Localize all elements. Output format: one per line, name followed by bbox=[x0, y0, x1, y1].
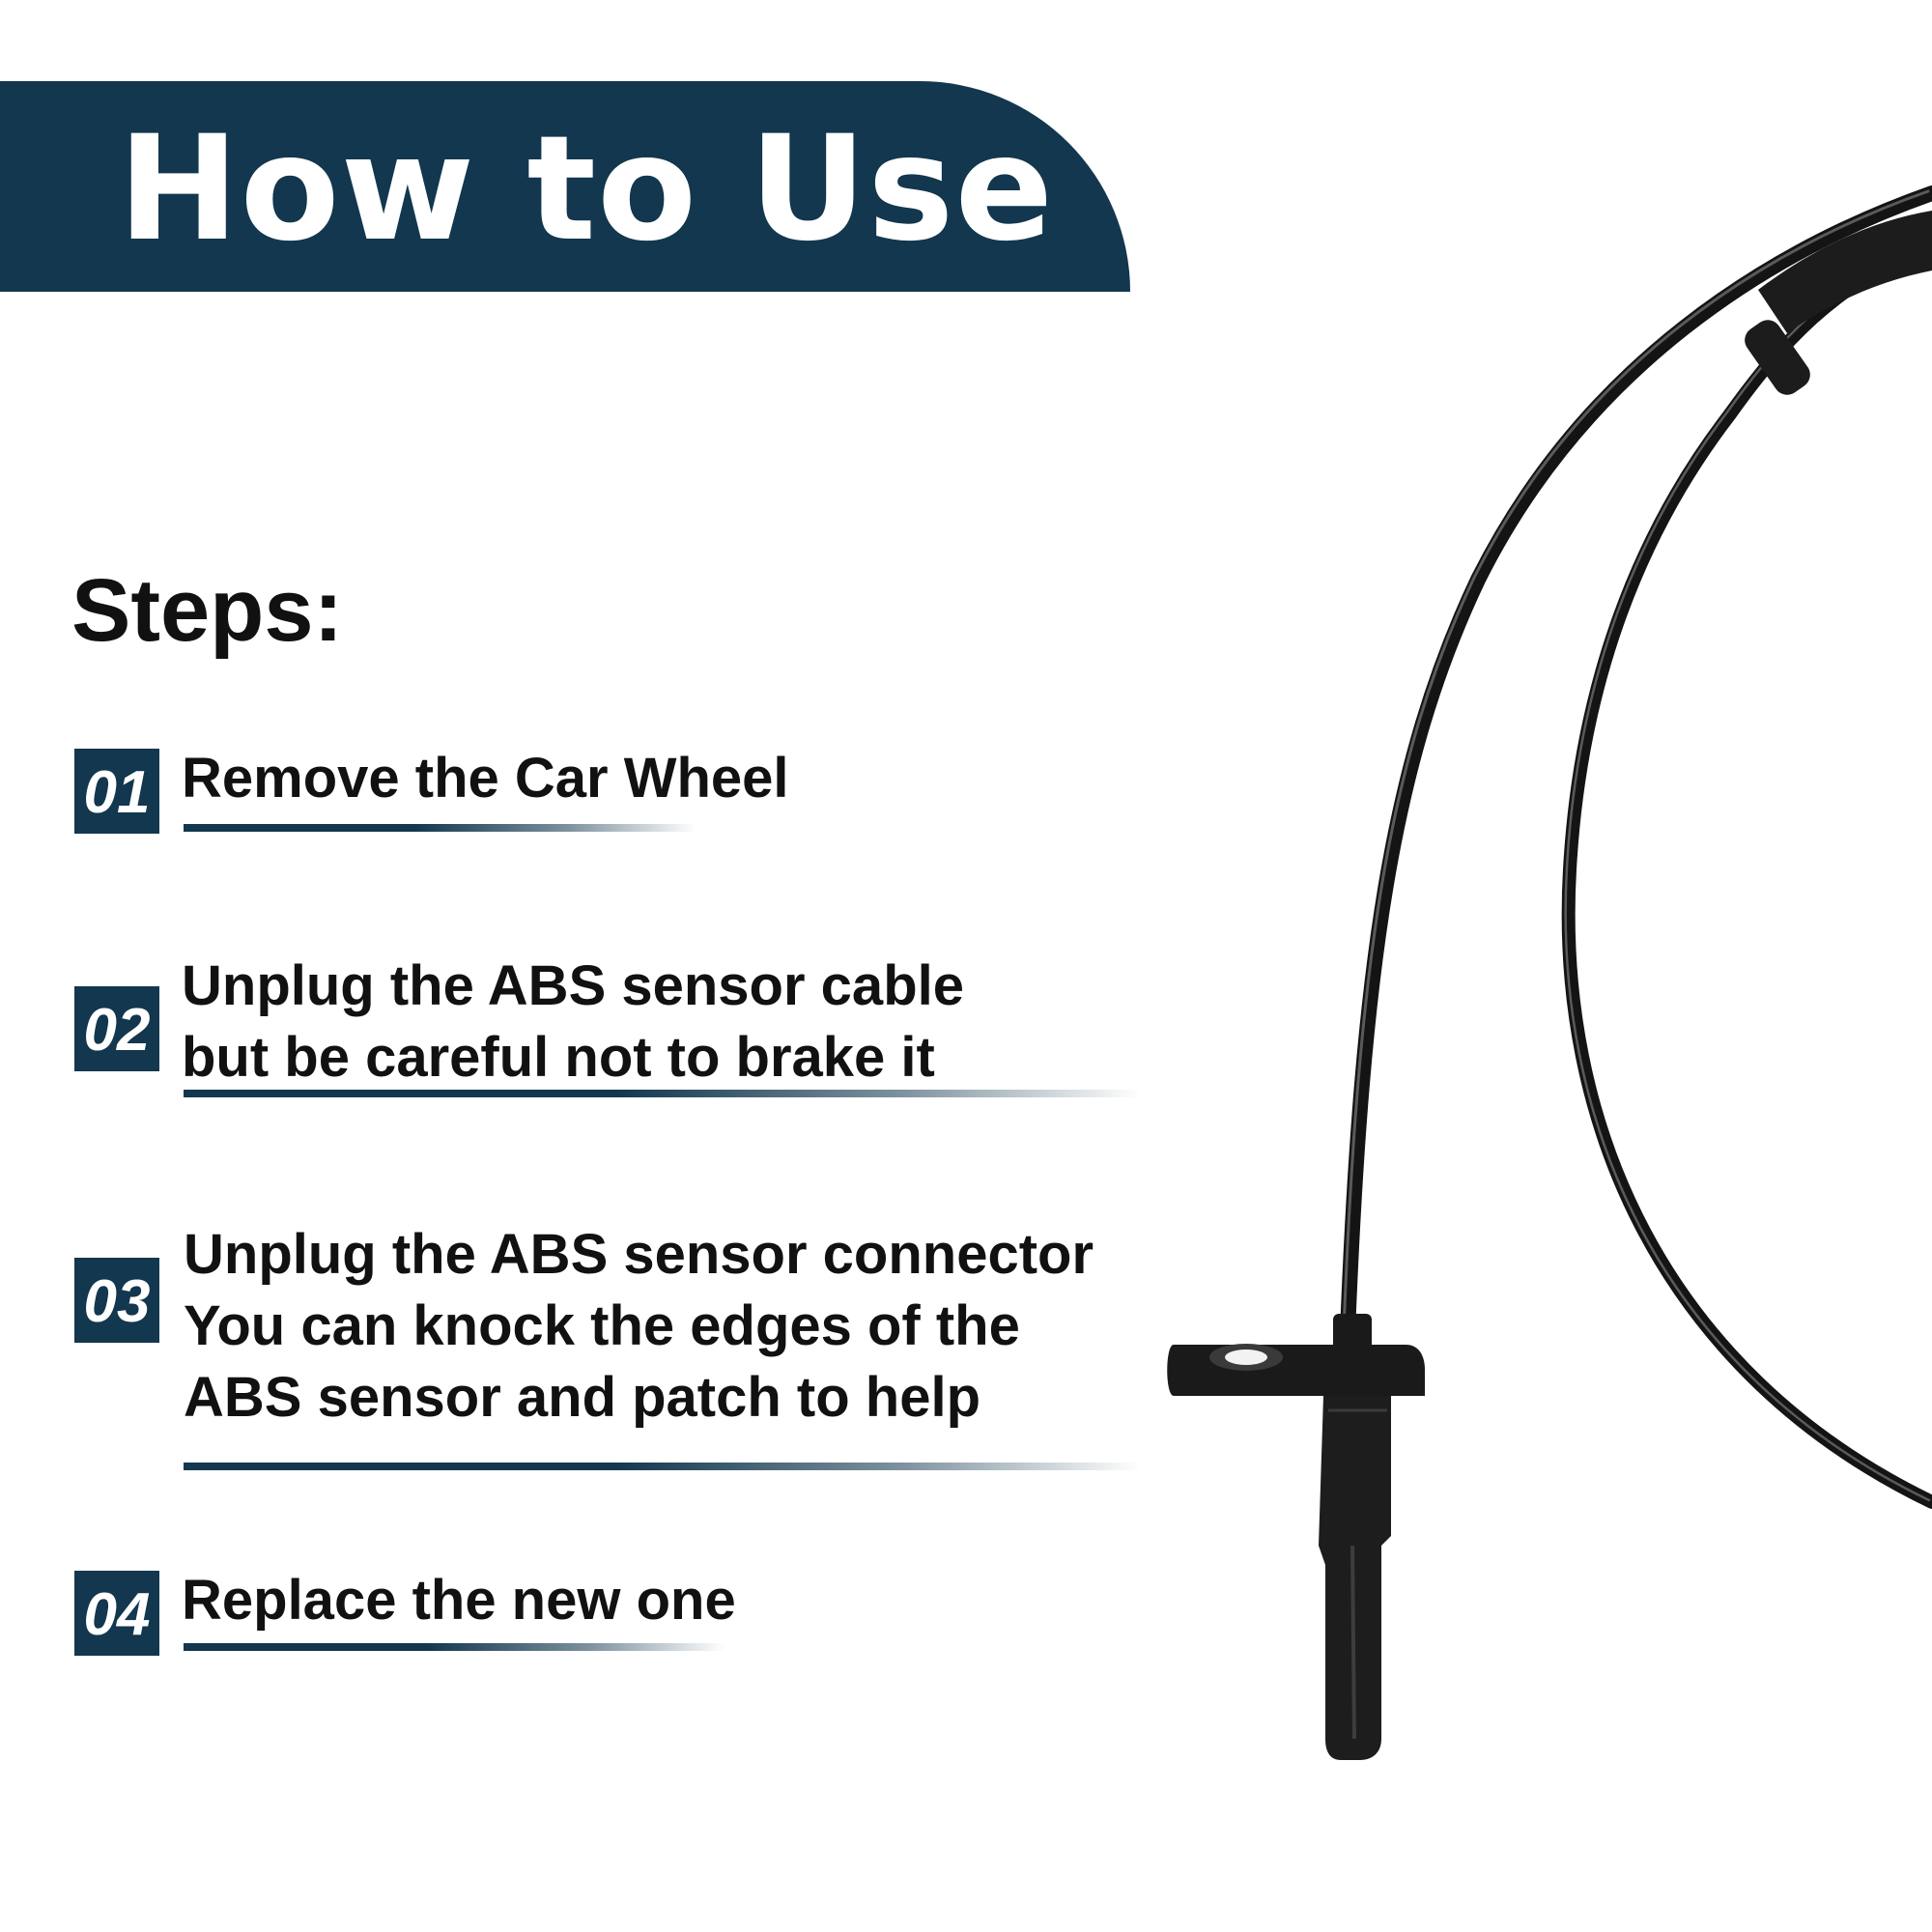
step-text-line: Replace the new one bbox=[182, 1569, 736, 1632]
step-number-badge: 03 bbox=[74, 1258, 159, 1343]
step-text-line: Unplug the ABS sensor connector bbox=[184, 1223, 1094, 1286]
step-underline bbox=[184, 824, 696, 832]
step-text: Replace the new one bbox=[182, 1565, 736, 1636]
step-text-line: You can knock the edges of the bbox=[184, 1294, 1020, 1357]
step-text-line: but be careful not to brake it bbox=[182, 1026, 935, 1089]
step-text: Remove the Car Wheel bbox=[182, 743, 789, 814]
sensor-cable-inner bbox=[1561, 240, 1932, 1509]
step-text: Unplug the ABS sensor connector You can … bbox=[184, 1219, 1094, 1434]
step-underline bbox=[184, 1090, 1140, 1097]
sensor-cable-outer bbox=[1340, 185, 1932, 1341]
title-banner bbox=[0, 81, 1130, 292]
abs-sensor-image bbox=[1167, 185, 1932, 1760]
step-number-badge: 02 bbox=[74, 986, 159, 1071]
step-text: Unplug the ABS sensor cable but be caref… bbox=[182, 951, 964, 1094]
steps-heading: Steps: bbox=[71, 561, 344, 660]
mounting-bracket bbox=[1167, 1345, 1425, 1396]
page-title: How to Use bbox=[118, 105, 1055, 273]
step-number-badge: 01 bbox=[74, 749, 159, 834]
sensor-body bbox=[1319, 1396, 1391, 1760]
step-text-line: ABS sensor and patch to help bbox=[184, 1366, 980, 1429]
step-text-line: Remove the Car Wheel bbox=[182, 747, 789, 810]
step-number-badge: 04 bbox=[74, 1571, 159, 1656]
step-text-line: Unplug the ABS sensor cable bbox=[182, 954, 964, 1017]
step-underline bbox=[184, 1463, 1140, 1470]
step-underline bbox=[184, 1643, 724, 1651]
cable-sleeve bbox=[1758, 211, 1932, 333]
